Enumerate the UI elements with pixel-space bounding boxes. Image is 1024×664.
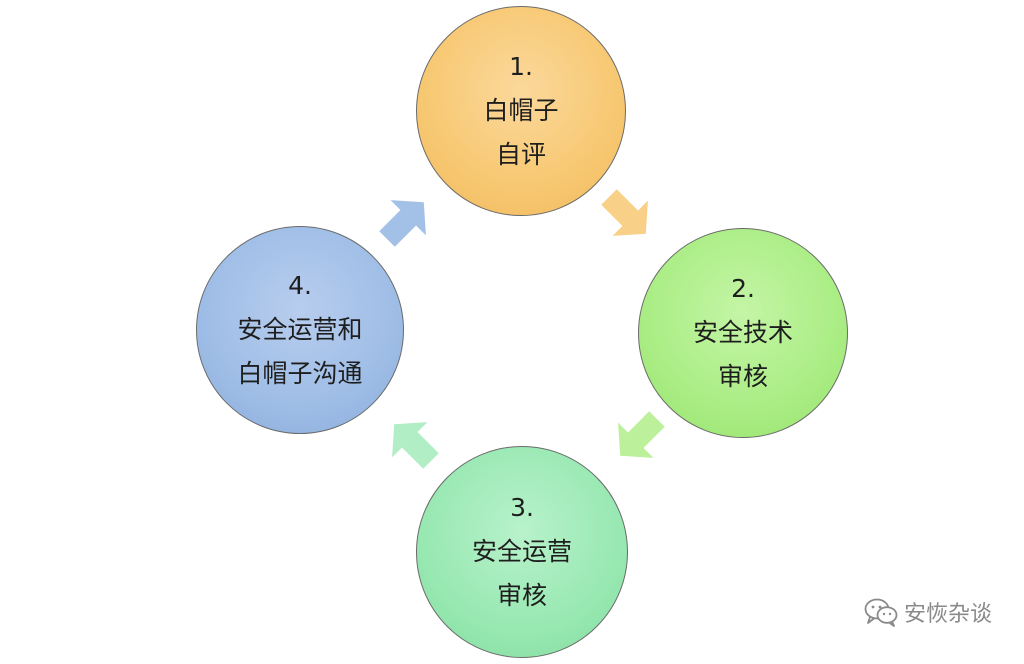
- watermark: 安恢杂谈: [864, 596, 992, 628]
- node-1-line2: 自评: [495, 139, 546, 169]
- node-4-line2: 白帽子沟通: [237, 358, 363, 388]
- wechat-icon: [864, 597, 898, 627]
- watermark-text: 安恢杂谈: [903, 602, 992, 627]
- node-2-line1: 安全技术: [692, 318, 793, 348]
- arrow-4-to-1: [379, 200, 426, 247]
- node-3-line2: 审核: [496, 580, 547, 610]
- node-4-number: 4.: [288, 271, 312, 301]
- node-1-line1: 白帽子: [483, 96, 559, 126]
- node-2-number: 2.: [731, 274, 755, 304]
- cycle-node-1: 1. 白帽子 自评: [416, 6, 626, 216]
- node-3-line1: 安全运营: [471, 537, 572, 567]
- arrow-1-to-2: [601, 189, 648, 236]
- node-3-number: 3.: [510, 493, 534, 523]
- cycle-node-3: 3. 安全运营 审核: [416, 446, 628, 658]
- node-1-number: 1.: [509, 52, 533, 82]
- cycle-node-4: 4. 安全运营和 白帽子沟通: [196, 226, 404, 434]
- cycle-node-2: 2. 安全技术 审核: [638, 228, 848, 438]
- node-2-line2: 审核: [717, 361, 768, 391]
- node-4-line1: 安全运营和: [237, 315, 363, 345]
- arrow-3-to-4: [392, 422, 439, 469]
- arrow-2-to-3: [618, 411, 665, 458]
